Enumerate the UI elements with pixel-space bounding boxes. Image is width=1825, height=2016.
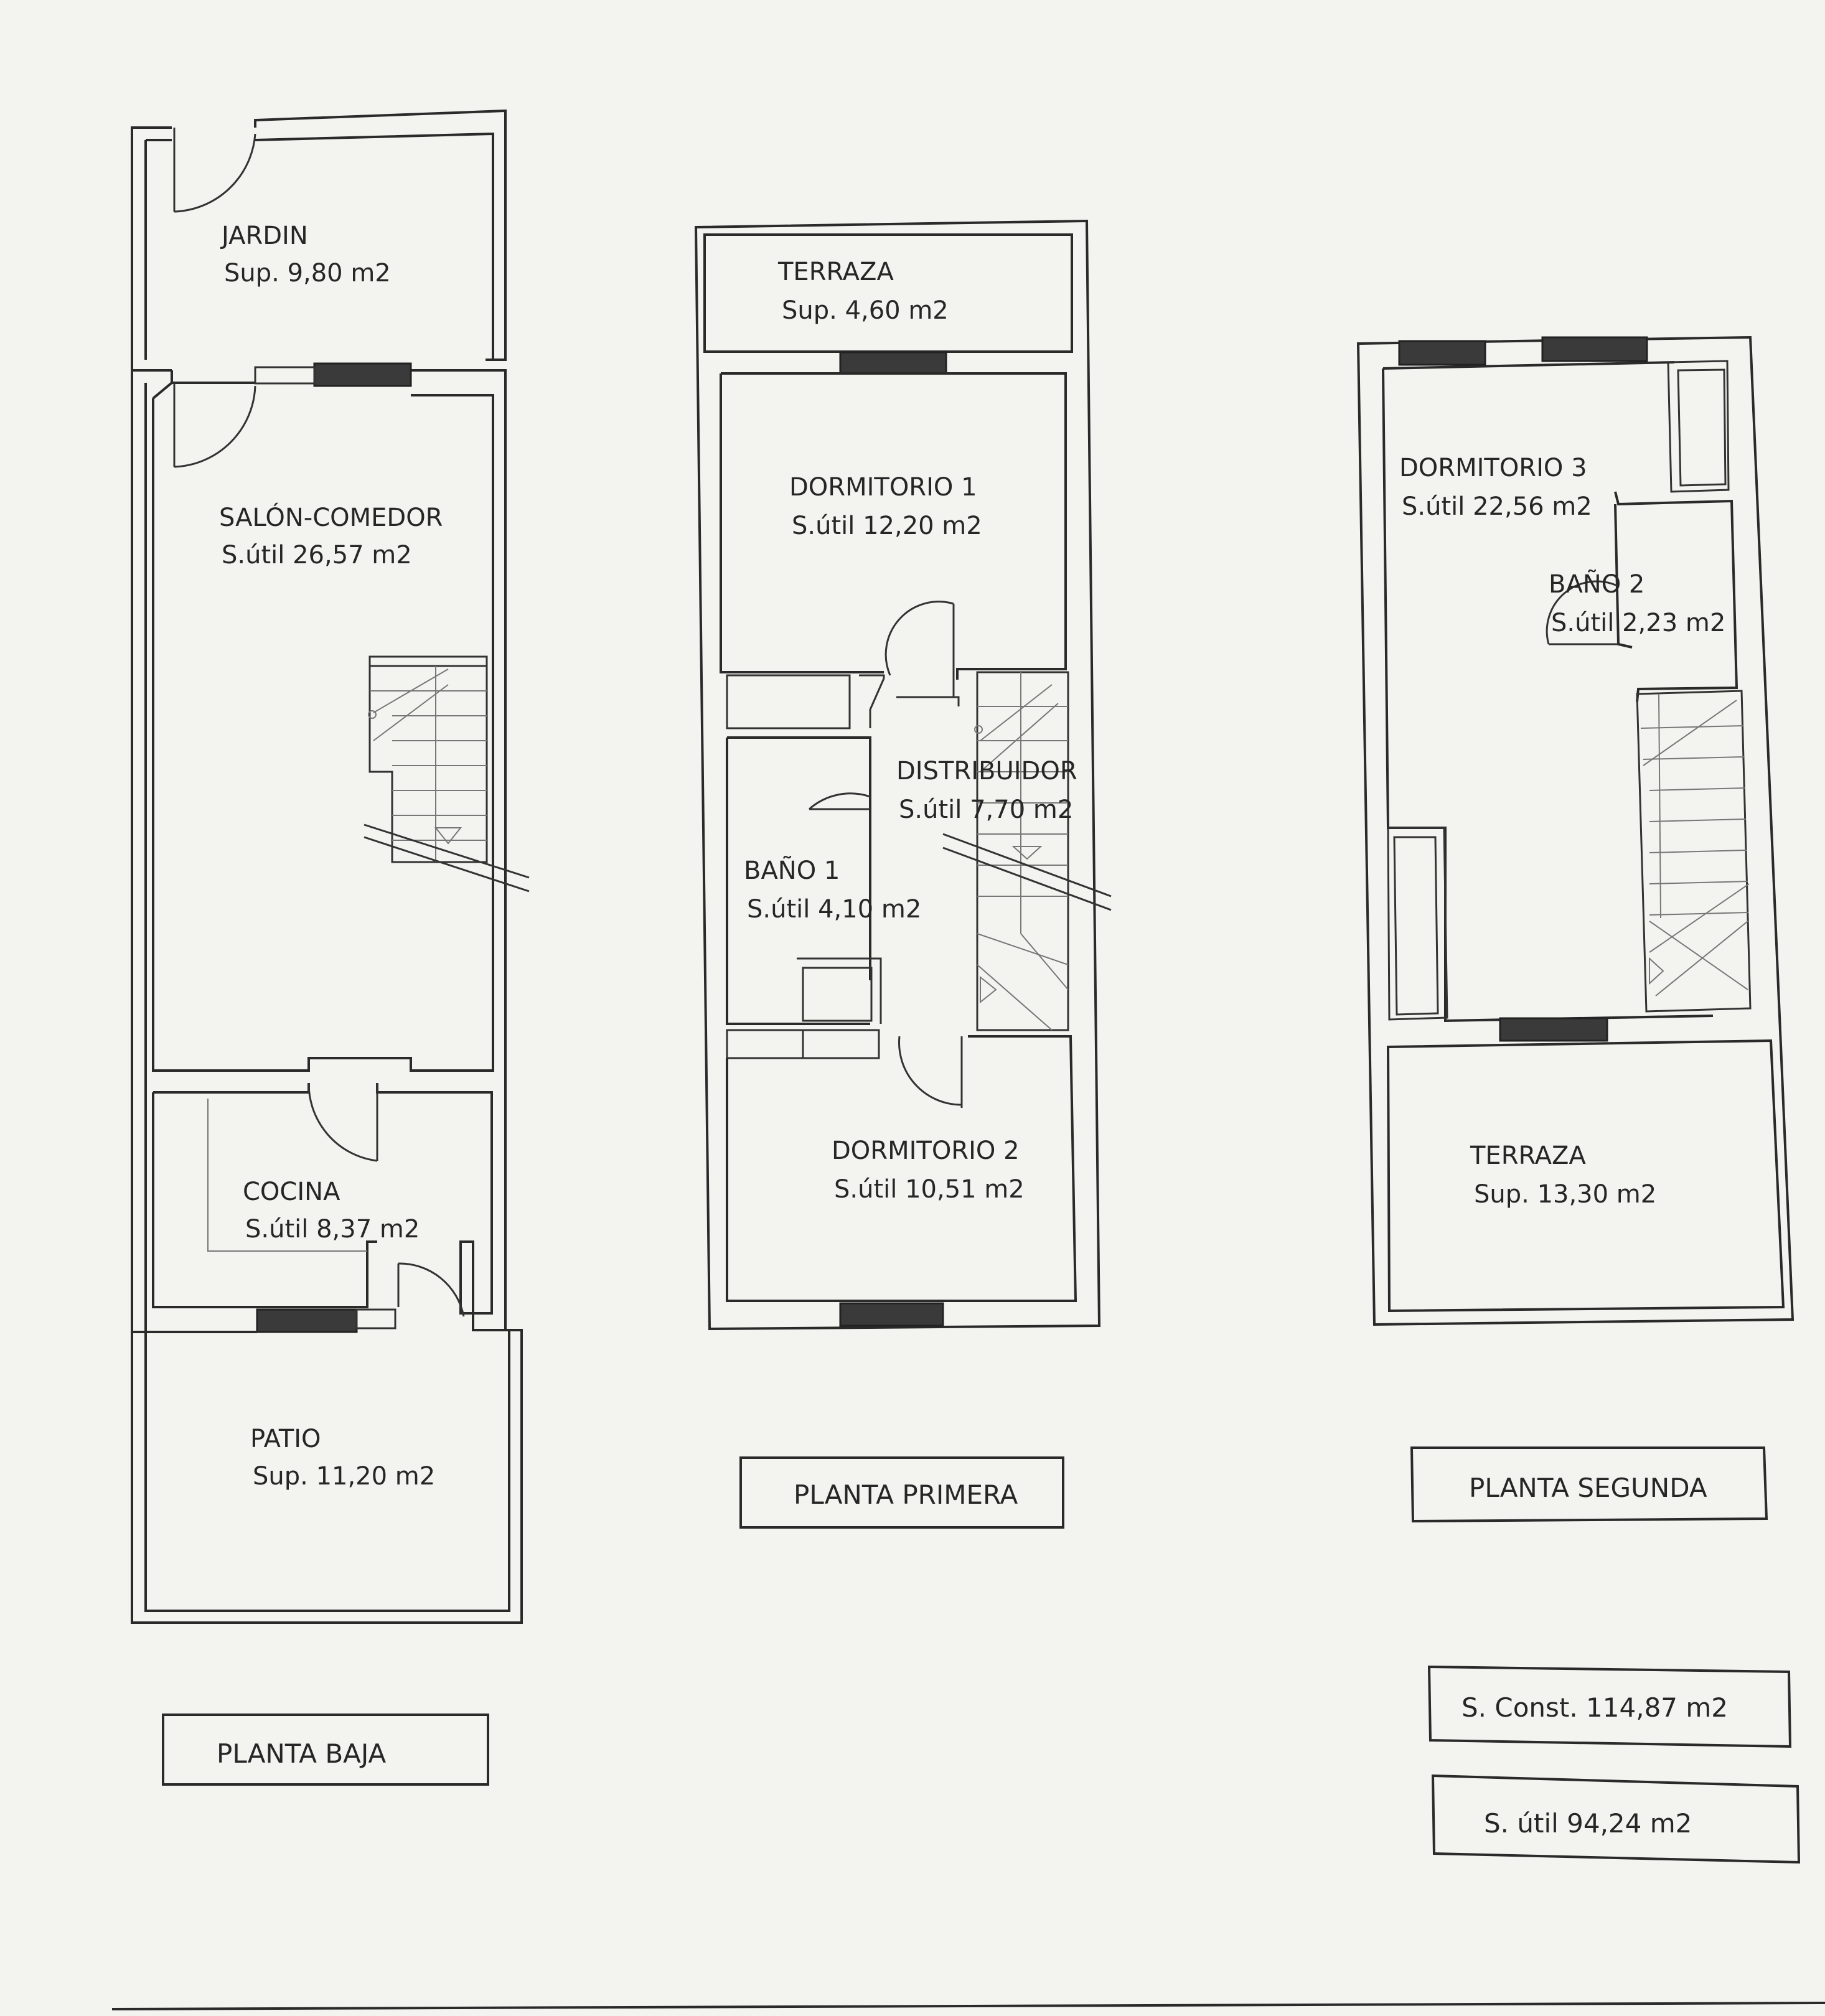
room-label-dormitorio-3: DORMITORIO 3 (1399, 454, 1587, 482)
salon-comedor-area (131, 362, 530, 1624)
room-label-terraza-segunda: TERRAZA (1470, 1142, 1586, 1170)
title-box-planta-segunda: PLANTA SEGUNDA (1410, 1446, 1768, 1523)
floor-title-planta-segunda: PLANTA SEGUNDA (1469, 1473, 1707, 1503)
room-area-dormitorio-1: S.útil 12,20 m2 (792, 512, 982, 540)
room-label-dormitorio-1: DORMITORIO 1 (789, 473, 977, 502)
jardin-area (131, 109, 507, 372)
room-area-terraza-segunda: Sup. 13,30 m2 (1474, 1180, 1656, 1209)
sheet-border-line (111, 2002, 1825, 2010)
room-label-bano-1: BAÑO 1 (744, 855, 840, 885)
room-label-bano-2: BAÑO 2 (1549, 569, 1644, 599)
room-label-terraza-primera: TERRAZA (777, 258, 894, 286)
room-area-jardin: Sup. 9,80 m2 (224, 259, 391, 288)
total-constructed-box: S. Const. 114,87 m2 (1427, 1665, 1792, 1748)
title-box-planta-primera: PLANTA PRIMERA (739, 1456, 1064, 1529)
room-area-salon-comedor: S.útil 26,57 m2 (222, 541, 412, 570)
room-area-terraza-primera: Sup. 4,60 m2 (782, 296, 949, 325)
room-label-dormitorio-2: DORMITORIO 2 (832, 1137, 1020, 1165)
room-area-cocina: S.útil 8,37 m2 (245, 1215, 420, 1244)
floor-title-planta-primera: PLANTA PRIMERA (794, 1479, 1018, 1510)
planta-primera-plan (694, 219, 1112, 1331)
planta-baja-plan (131, 109, 530, 1624)
total-constructed-area: S. Const. 114,87 m2 (1461, 1692, 1728, 1723)
room-label-jardin: JARDIN (220, 222, 308, 250)
room-area-patio: Sup. 11,20 m2 (253, 1462, 435, 1491)
room-area-bano-2: S.útil 2,23 m2 (1551, 609, 1725, 637)
room-label-salon-comedor: SALÓN-COMEDOR (219, 502, 443, 532)
cocina-area (152, 1082, 522, 1333)
floor-title-planta-baja: PLANTA BAJA (217, 1738, 387, 1769)
room-label-cocina: COCINA (243, 1178, 340, 1206)
room-area-dormitorio-3: S.útil 22,56 m2 (1402, 492, 1592, 521)
room-area-bano-1: S.útil 4,10 m2 (747, 895, 921, 924)
planta-segunda-plan (1356, 335, 1795, 1326)
room-area-dormitorio-2: S.útil 10,51 m2 (834, 1175, 1025, 1204)
title-box-planta-baja: PLANTA BAJA (162, 1714, 489, 1786)
room-area-distribuidor: S.útil 7,70 m2 (899, 795, 1073, 824)
patio-area (132, 1331, 257, 1611)
room-label-distribuidor: DISTRIBUIDOR (896, 757, 1077, 785)
room-label-patio: PATIO (250, 1425, 321, 1453)
total-useful-area: S. útil 94,24 m2 (1484, 1808, 1692, 1839)
total-useful-box: S. útil 94,24 m2 (1431, 1774, 1801, 1864)
